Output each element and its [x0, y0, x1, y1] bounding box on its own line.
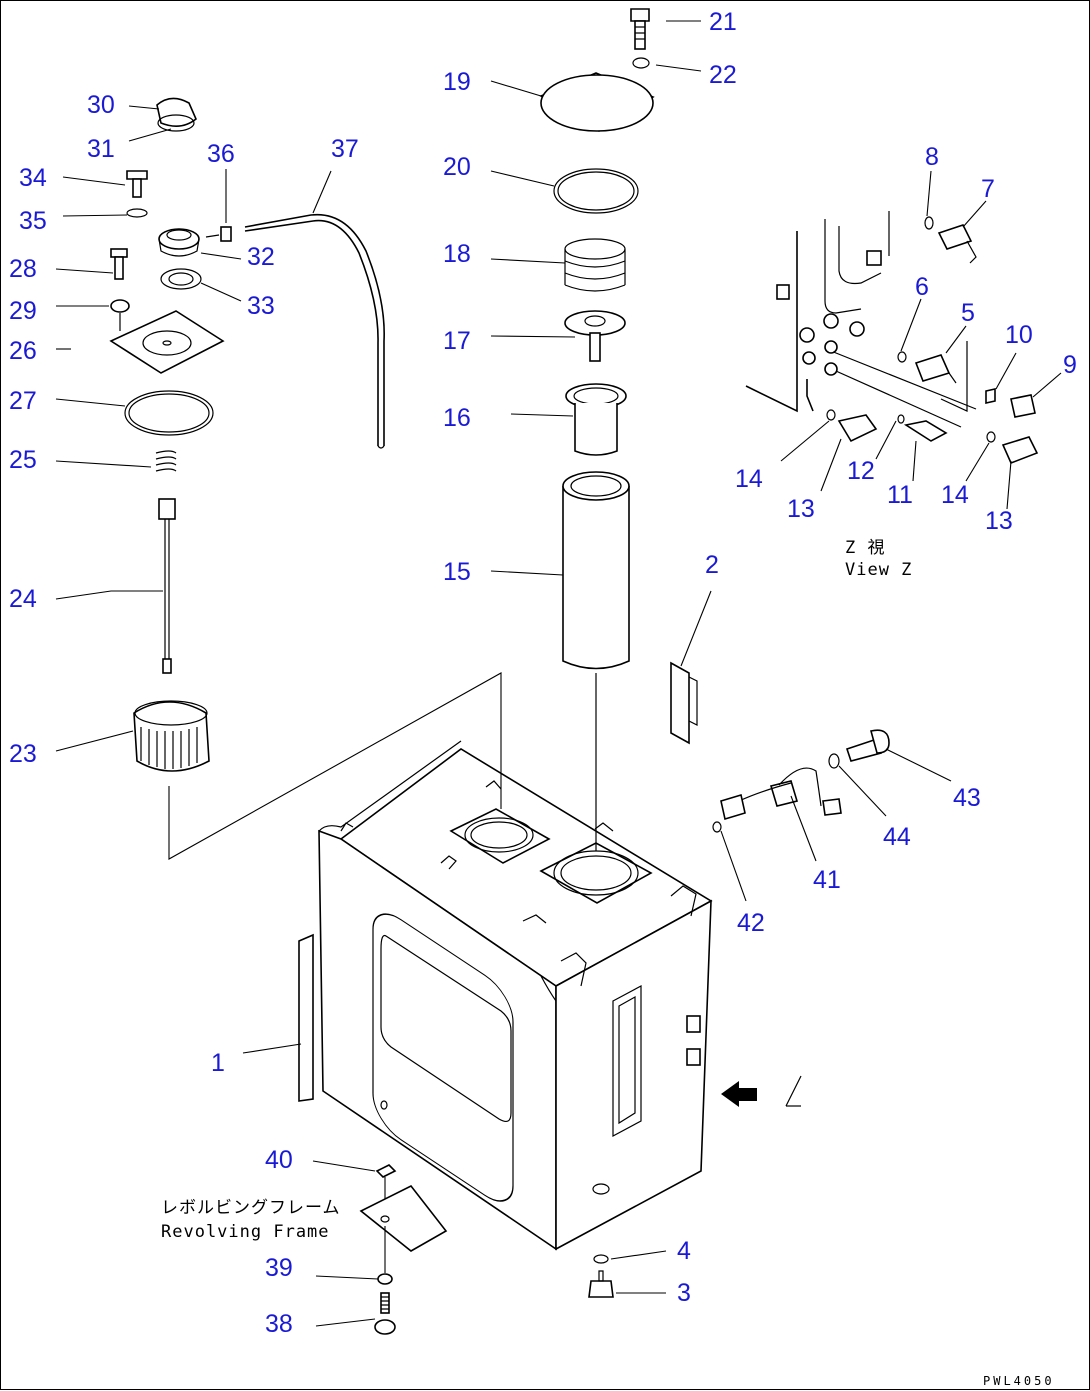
label-18: 18: [443, 240, 471, 268]
label-29: 29: [9, 297, 37, 325]
label-39: 39: [265, 1254, 293, 1282]
label-8: 8: [925, 143, 939, 171]
bracket-2: [670, 661, 698, 745]
label-1: 1: [211, 1049, 225, 1077]
label-21: 21: [709, 8, 737, 36]
label-23: 23: [9, 740, 37, 768]
filter-assembly: [539, 8, 655, 851]
label-32: 32: [247, 243, 275, 271]
drawing-code: PWL4050: [983, 1374, 1055, 1388]
label-44: 44: [883, 823, 911, 851]
label-17: 17: [443, 327, 471, 355]
label-20: 20: [443, 153, 471, 181]
label-5: 5: [961, 299, 975, 327]
sensor-assembly: [712, 729, 890, 833]
label-40: 40: [265, 1146, 293, 1174]
label-19: 19: [443, 68, 471, 96]
label-42: 42: [737, 909, 765, 937]
label-36: 36: [207, 140, 235, 168]
label-26: 26: [9, 337, 37, 365]
label-14a: 14: [735, 465, 763, 493]
label-24: 24: [9, 585, 37, 613]
label-28: 28: [9, 255, 37, 283]
label-25: 25: [9, 446, 37, 474]
captions: Z 視 View Z レボルビングフレーム Revolving Frame PW…: [161, 538, 1055, 1388]
label-6: 6: [915, 273, 929, 301]
label-16: 16: [443, 404, 471, 432]
label-3: 3: [677, 1279, 691, 1307]
label-13b: 13: [985, 507, 1013, 535]
breather-assembly: [109, 97, 385, 772]
label-13a: 13: [787, 495, 815, 523]
label-30: 30: [87, 91, 115, 119]
label-31: 31: [87, 135, 115, 163]
label-14b: 14: [941, 481, 969, 509]
label-34: 34: [19, 164, 47, 192]
leader-lines: [55, 20, 1062, 1327]
label-4: 4: [677, 1237, 691, 1265]
label-10: 10: [1005, 321, 1033, 349]
frame-label-jp: レボルビングフレーム: [161, 1198, 341, 1218]
label-35: 35: [19, 207, 47, 235]
label-43: 43: [953, 784, 981, 812]
label-2: 2: [705, 551, 719, 579]
label-33: 33: [247, 292, 275, 320]
label-11: 11: [887, 481, 913, 509]
label-27: 27: [9, 387, 37, 415]
label-15: 15: [443, 558, 471, 586]
label-12: 12: [847, 457, 875, 485]
label-22: 22: [709, 61, 737, 89]
view-z-en: View Z: [845, 560, 912, 580]
frame-label-en: Revolving Frame: [161, 1222, 330, 1242]
hydraulic-tank: [298, 740, 802, 1251]
label-7: 7: [981, 175, 995, 203]
part-number-labels: 1 2 3 4 5 6 7 8 9 10 11 12 13 13 14 14 1…: [9, 8, 1077, 1338]
view-z-detail: [745, 211, 1039, 465]
view-z-jp: Z 視: [845, 538, 885, 558]
label-37: 37: [331, 135, 359, 163]
label-41: 41: [813, 866, 841, 894]
label-9: 9: [1063, 351, 1077, 379]
label-38: 38: [265, 1310, 293, 1338]
